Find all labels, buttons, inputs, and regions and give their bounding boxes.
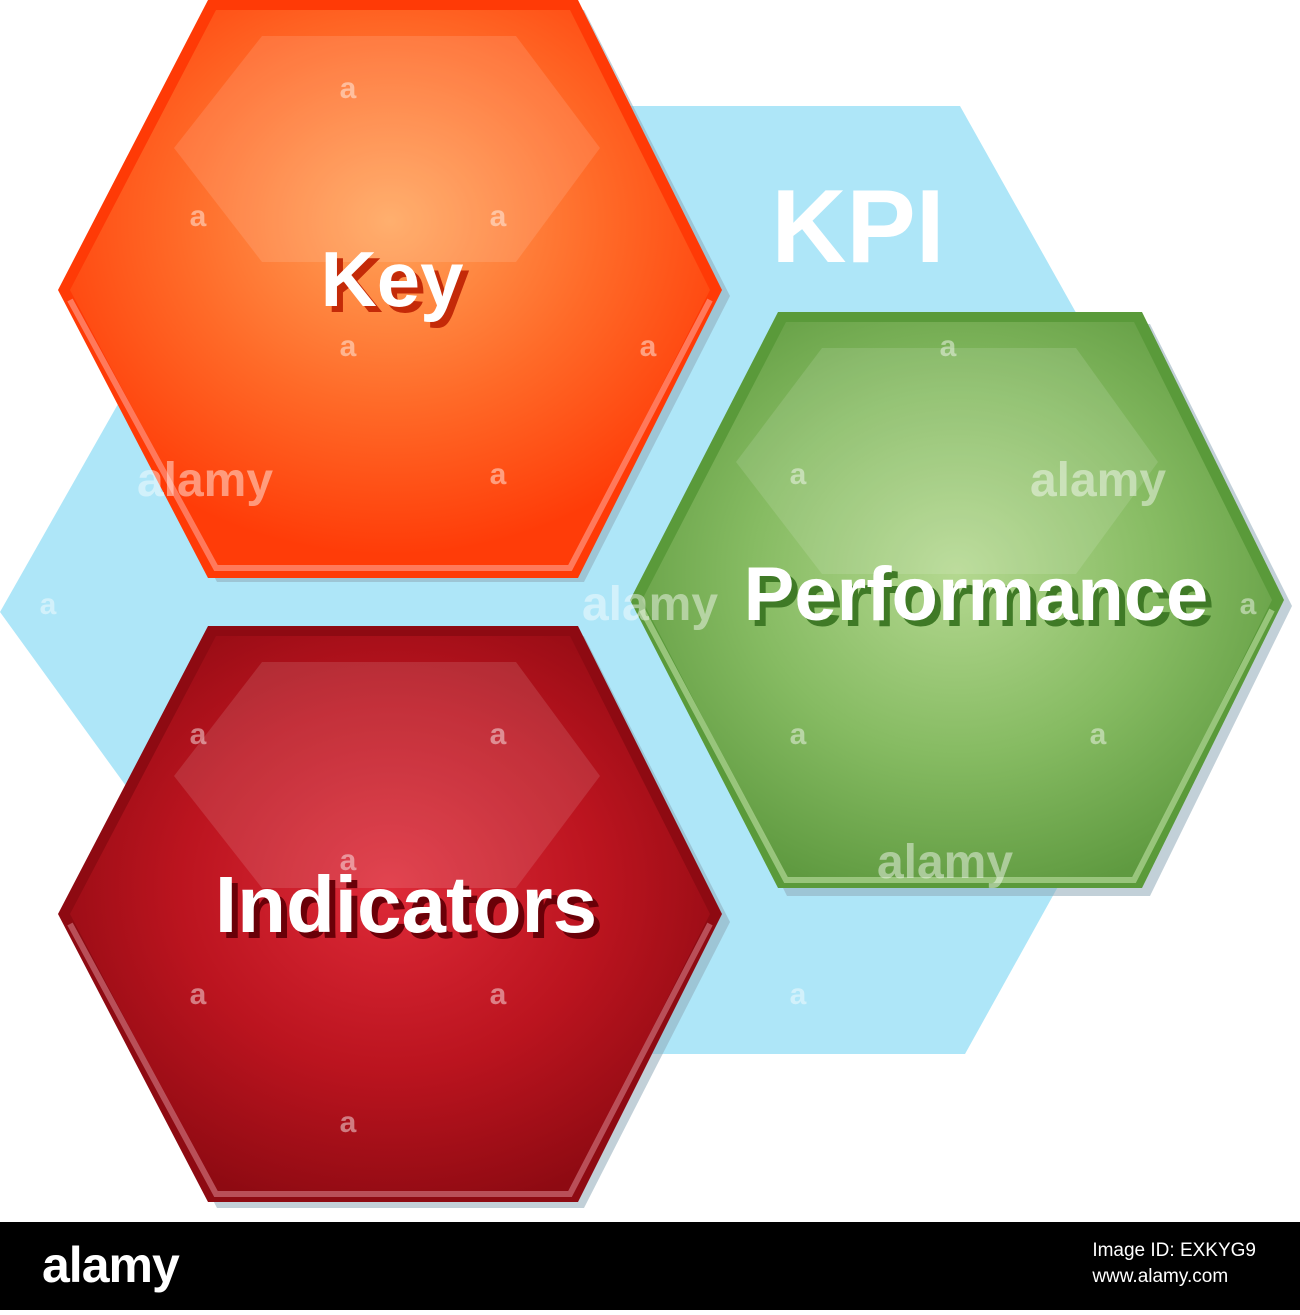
- performance-hexagon: [630, 312, 1284, 888]
- footer-meta: Image ID: EXKYG9 www.alamy.com: [1092, 1238, 1256, 1290]
- indicators-label-shadow: Indicators: [221, 866, 603, 955]
- watermark-brand: alamy: [582, 578, 718, 631]
- watermark-brand: alamy: [877, 836, 1013, 889]
- watermark-mark: a: [1240, 588, 1257, 621]
- watermark-mark: a: [340, 1106, 357, 1139]
- watermark-mark: a: [490, 458, 507, 491]
- footer-logo: alamy: [42, 1237, 180, 1293]
- indicators-hexagon: [58, 626, 722, 1202]
- performance-label-shadow: Performance: [750, 558, 1215, 643]
- watermark-mark: a: [190, 200, 207, 233]
- watermark-mark: a: [190, 718, 207, 751]
- watermark-mark: a: [490, 200, 507, 233]
- watermark-mark: a: [340, 72, 357, 105]
- stock-footer: alamy Image ID: EXKYG9 www.alamy.com: [0, 1222, 1300, 1310]
- watermark-mark: a: [40, 588, 57, 621]
- watermark: alamy alamy alamy alamy a a a a a a a a …: [40, 72, 1257, 1139]
- key-label: Key: [320, 235, 463, 323]
- key-label-shadow: Key: [326, 241, 469, 329]
- indicators-label: Indicators: [215, 860, 597, 949]
- key-hexagon: [58, 0, 722, 578]
- watermark-mark: a: [790, 978, 807, 1011]
- image-id: Image ID: EXKYG9: [1092, 1240, 1256, 1261]
- watermark-mark: a: [1090, 718, 1107, 751]
- watermark-mark: a: [640, 330, 657, 363]
- watermark-brand: alamy: [137, 454, 273, 507]
- watermark-mark: a: [490, 978, 507, 1011]
- watermark-mark: a: [940, 330, 957, 363]
- watermark-mark: a: [790, 458, 807, 491]
- footer-url: www.alamy.com: [1092, 1266, 1229, 1287]
- watermark-mark: a: [340, 330, 357, 363]
- watermark-mark: a: [190, 978, 207, 1011]
- watermark-mark: a: [490, 718, 507, 751]
- performance-label: Performance: [744, 552, 1209, 637]
- kpi-title: KPI: [771, 169, 944, 285]
- watermark-mark: a: [790, 718, 807, 751]
- watermark-brand: alamy: [1030, 454, 1166, 507]
- watermark-mark: a: [340, 844, 357, 877]
